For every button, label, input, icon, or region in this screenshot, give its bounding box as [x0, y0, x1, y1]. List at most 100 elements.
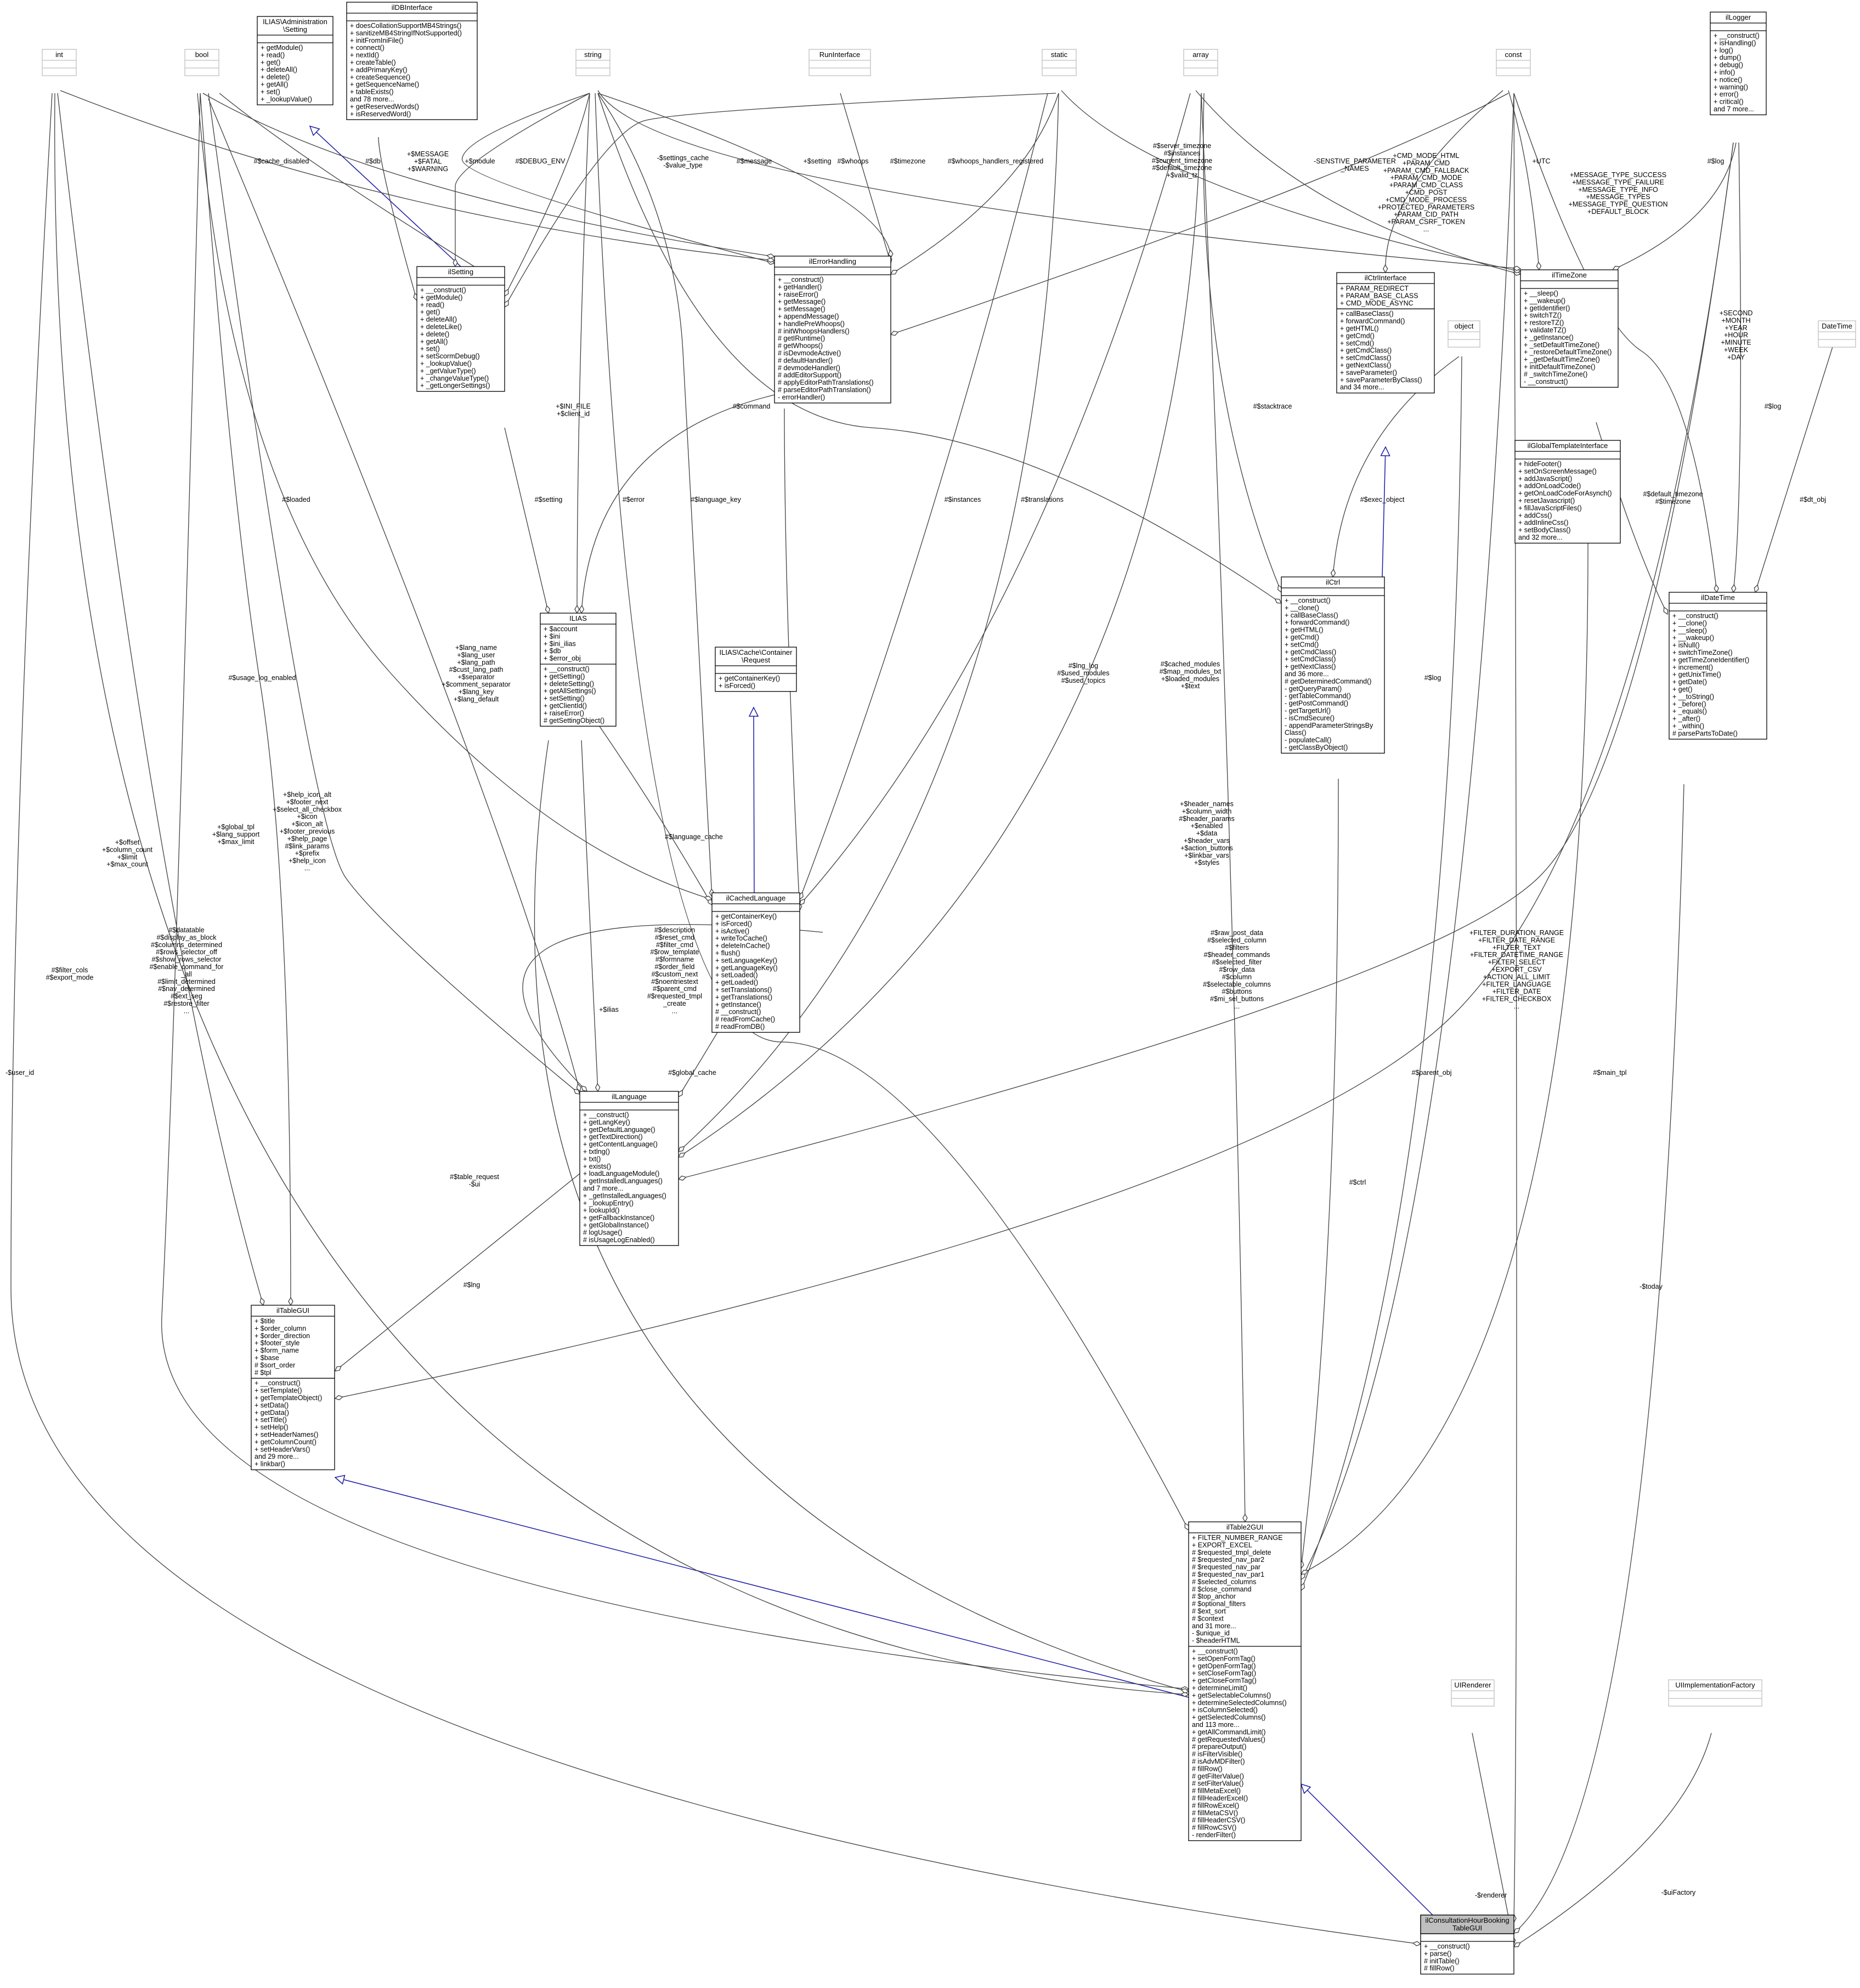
class-method: + getDefaultLanguage() [583, 1126, 655, 1134]
class-method: + hideFooter() [1518, 460, 1562, 468]
class-box-ctrliface[interactable]: ilCtrlInterface+ PARAM_REDIRECT+ PARAM_B… [1336, 272, 1435, 394]
edge-label-cmd-mode: +PARAM_CMD [1403, 159, 1450, 167]
class-box-logger[interactable]: ilLogger+ __construct()+ isHandling()+ l… [1710, 12, 1767, 116]
edge-label-msg-fatal: +$FATAL [414, 157, 442, 165]
class-box-cacherequest[interactable]: ILIAS\Cache\Container\Request+ getContai… [715, 647, 797, 692]
class-box-table2gui[interactable]: ilTable2GUI+ FILTER_NUMBER_RANGE+ EXPORT… [1188, 1521, 1302, 1842]
class-attribute: and 31 more... [1192, 1622, 1236, 1630]
edge-label-lng-log: #$lng_log [1068, 662, 1098, 670]
class-box-runiface[interactable]: RunInterface [809, 49, 871, 76]
class-name: ilTableGUI [276, 1306, 309, 1315]
edge-label-header-names: +$header_names [1180, 800, 1234, 808]
class-box-ilias[interactable]: ILIAS+ $account+ $ini+ $ini_ilias+ $db+ … [540, 613, 617, 727]
class-method: + nextId() [350, 52, 379, 59]
class-box-setting[interactable]: ilSetting+ __construct()+ getModule()+ r… [416, 266, 505, 392]
class-method: - getTargetUrl() [1285, 707, 1331, 715]
edge-label-datatable: #$rows_selector_off [156, 948, 217, 956]
edge-label-second: +DAY [1727, 353, 1745, 361]
class-box-globaltpl[interactable]: ilGlobalTemplateInterface+ hideFooter()+… [1514, 440, 1621, 544]
class-box-errorhandling[interactable]: ilErrorHandling+ __construct()+ getHandl… [774, 256, 891, 404]
class-box-ctrl[interactable]: ilCtrl+ __construct()+ __clone()+ callBa… [1281, 576, 1385, 754]
edge-label-help-icon: #$link_params [285, 842, 329, 850]
class-method: + isForced() [715, 920, 752, 927]
class-method: + getNextClass() [1340, 361, 1391, 369]
class-box-array[interactable]: array [1183, 49, 1218, 76]
class-box-frame [540, 613, 617, 727]
class-box-bool[interactable]: bool [184, 49, 219, 76]
usage-edge-45 [335, 1173, 580, 1372]
edge-label-global-tpl: +$lang_support [212, 830, 260, 838]
class-attribute: - $unique_id [1192, 1629, 1230, 1637]
class-method: + getCmd() [1340, 332, 1375, 339]
class-method: + __construct() [583, 1111, 629, 1119]
class-box-cachedlang[interactable]: ilCachedLanguage+ getContainerKey()+ isF… [711, 892, 800, 1033]
class-method: # getIRuntime() [778, 335, 825, 342]
class-method: # isAdvMDFilter() [1192, 1758, 1245, 1765]
class-box-tablegui[interactable]: ilTableGUI+ $title+ $order_column+ $orde… [251, 1305, 335, 1470]
class-box-uirenderer[interactable]: UIRenderer [1451, 1679, 1495, 1707]
edge-label-header-names: +$styles [1194, 859, 1219, 866]
class-attribute: # $requested_nav_par [1192, 1564, 1260, 1571]
class-method: + addInlineCss() [1518, 519, 1568, 526]
class-method: + error() [1714, 90, 1739, 98]
class-method: + __sleep() [1672, 627, 1707, 635]
class-name: object [1455, 322, 1474, 330]
edge-label-cmd-mode: +CMD_MODE_HTML [1393, 152, 1459, 160]
class-method: and 36 more... [1285, 670, 1329, 678]
class-attribute: + $ini_ilias [544, 640, 576, 648]
edge-label-renderer: -$renderer [1475, 1891, 1507, 1899]
edge-label-filter-duration: +ACTION_ALL_LIMIT [1483, 973, 1551, 981]
class-box-datetime[interactable]: ilDateTime+ __construct()+ __clone()+ __… [1669, 592, 1767, 740]
class-box-language[interactable]: ilLanguage+ __construct()+ getLangKey()+… [579, 1091, 679, 1246]
edge-label-datatable: #$limit_determined [157, 978, 216, 985]
class-method: + _before() [1672, 700, 1706, 708]
usage-edge-44 [581, 740, 598, 1092]
usage-edge-63 [1513, 1732, 1712, 1947]
class-method: + initDefaultTimeZone() [1524, 363, 1596, 371]
class-box-setting-iface[interactable]: ILIAS\Administration\Setting+ getModule(… [257, 16, 333, 105]
class-method: + loadLanguageModule() [583, 1170, 659, 1177]
class-box-int[interactable]: int [42, 49, 77, 76]
class-name: static [1051, 50, 1068, 59]
aggregation-diamond [334, 1366, 342, 1372]
class-method: + setHeaderNames() [255, 1431, 318, 1438]
edge-label-description: #$requested_tmpl [647, 993, 702, 1000]
edge-label-module: +$module [465, 157, 495, 165]
class-box-dbiface[interactable]: ilDBInterface+ doesCollationSupportMB4St… [346, 2, 478, 120]
class-box-frame [1520, 269, 1619, 388]
class-box-timezone[interactable]: ilTimeZone+ __sleep()+ __wakeup()+ getId… [1520, 269, 1619, 388]
class-method: + getGlobalInstance() [583, 1221, 649, 1229]
class-method: + flush() [715, 949, 740, 957]
class-attribute: + EXPORT_EXCEL [1192, 1541, 1252, 1549]
edge-label-filter-duration: ... [1514, 1003, 1519, 1010]
class-method: + debug() [1714, 61, 1743, 69]
aggregation-diamond [890, 331, 899, 336]
class-method: # applyEditorPathTranslations() [778, 379, 874, 387]
class-method: + callBaseClass() [1340, 310, 1394, 318]
class-box-string[interactable]: string [575, 49, 610, 76]
usage-edge-32 [1755, 339, 1835, 593]
class-method: + getHandler() [778, 283, 822, 291]
class-box-uifactory[interactable]: UIImplementationFactory [1668, 1679, 1762, 1707]
usage-edge-16 [890, 93, 1509, 335]
usage-edge-58 [54, 93, 1189, 1695]
class-box-const[interactable]: const [1496, 49, 1531, 76]
class-method: + _within() [1672, 722, 1704, 730]
edge-label-debug-env: #$DEBUG_ENV [515, 157, 566, 165]
class-method: - errorHandler() [778, 393, 825, 401]
edge-label-second: +MINUTE [1721, 339, 1751, 347]
class-box-object[interactable]: object [1448, 320, 1480, 348]
usage-edge-8 [504, 93, 1056, 308]
class-method: + sanitizeMB4StringIfNotSupported() [350, 29, 462, 37]
edge-label-description: #$filter_cmd [656, 941, 693, 949]
class-method: - getQueryParam() [1285, 685, 1342, 693]
edge-label-msgtypes: +MESSAGE_TYPES [1586, 193, 1650, 201]
class-method: + getTextDirection() [583, 1133, 643, 1141]
aggregation-diamond [1513, 1942, 1521, 1947]
class-box-datetime-php[interactable]: DateTime [1818, 320, 1856, 348]
class-name: RunInterface [819, 50, 860, 59]
class-method: + get() [420, 308, 440, 316]
class-box-static[interactable]: static [1042, 49, 1077, 76]
class-method: + setData() [255, 1401, 289, 1409]
